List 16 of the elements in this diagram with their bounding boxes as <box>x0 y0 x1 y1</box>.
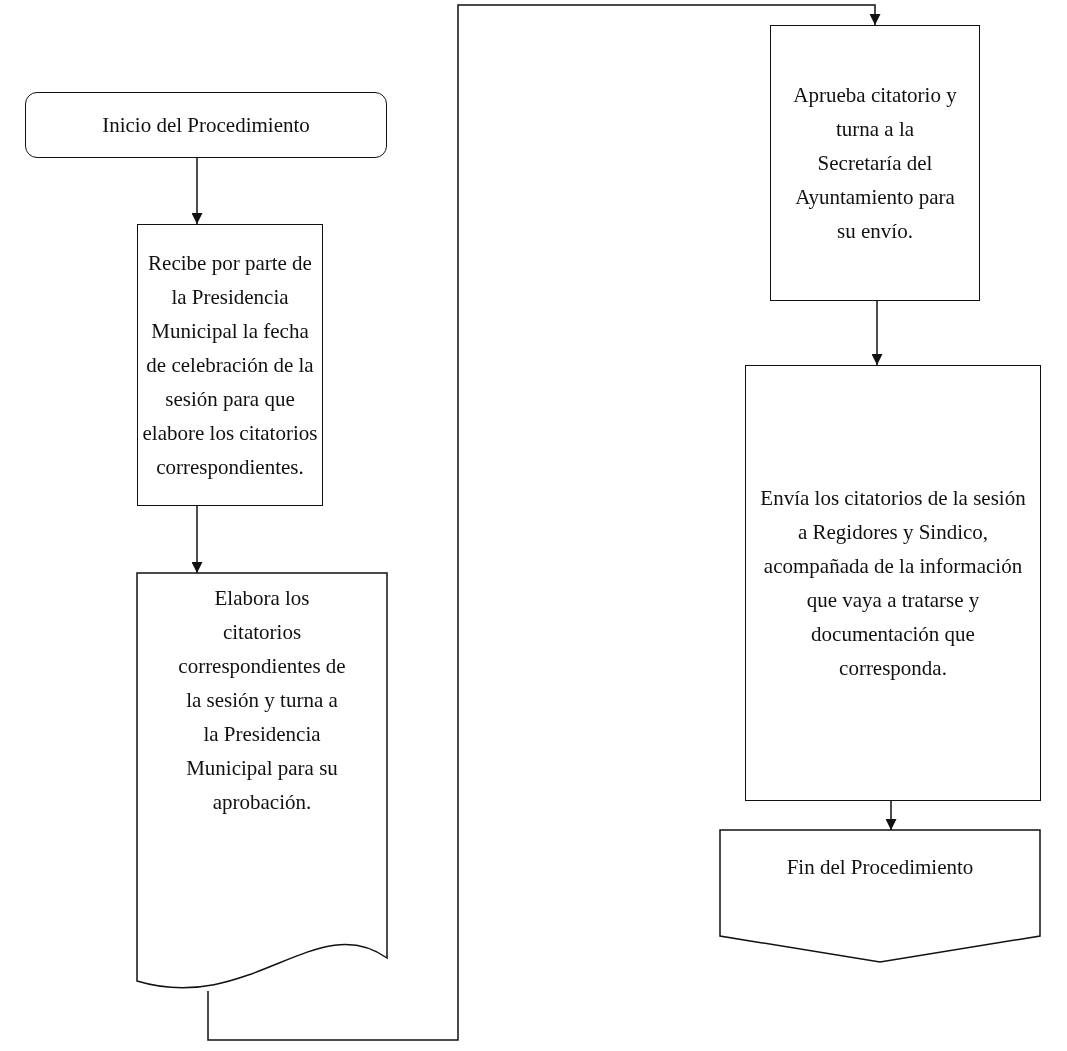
step-text: Elabora los citatorios correspondientes de la sesión y turna a la Presidencia Municipal para su aprobación. <box>177 585 347 816</box>
step-text: Envía los citatorios de la sesión a Regidores y Sindico, acompañada de la información que vaya a tratarse y documentación que corresponda. <box>760 485 1026 682</box>
process-box <box>137 224 323 506</box>
off-page-connector <box>720 830 1040 962</box>
step-text: Aprueba citatorio y turna a la Secretaría del Ayuntamiento para su envío. <box>793 82 957 245</box>
step-text: Recibe por parte de la Presidencia Municipal la fecha de celebración de la sesión para que elabore los citatorios correspondientes. <box>142 250 318 481</box>
terminal-box <box>25 92 387 158</box>
arrow <box>191 505 203 574</box>
step-text: Fin del Procedimiento <box>786 854 974 881</box>
arrow <box>885 800 897 831</box>
step-text: Inicio del Procedimiento <box>102 112 310 139</box>
process-box <box>770 25 980 301</box>
process-box <box>745 365 1041 801</box>
arrow <box>871 300 883 366</box>
arrow <box>207 4 881 1041</box>
arrow <box>191 157 203 225</box>
